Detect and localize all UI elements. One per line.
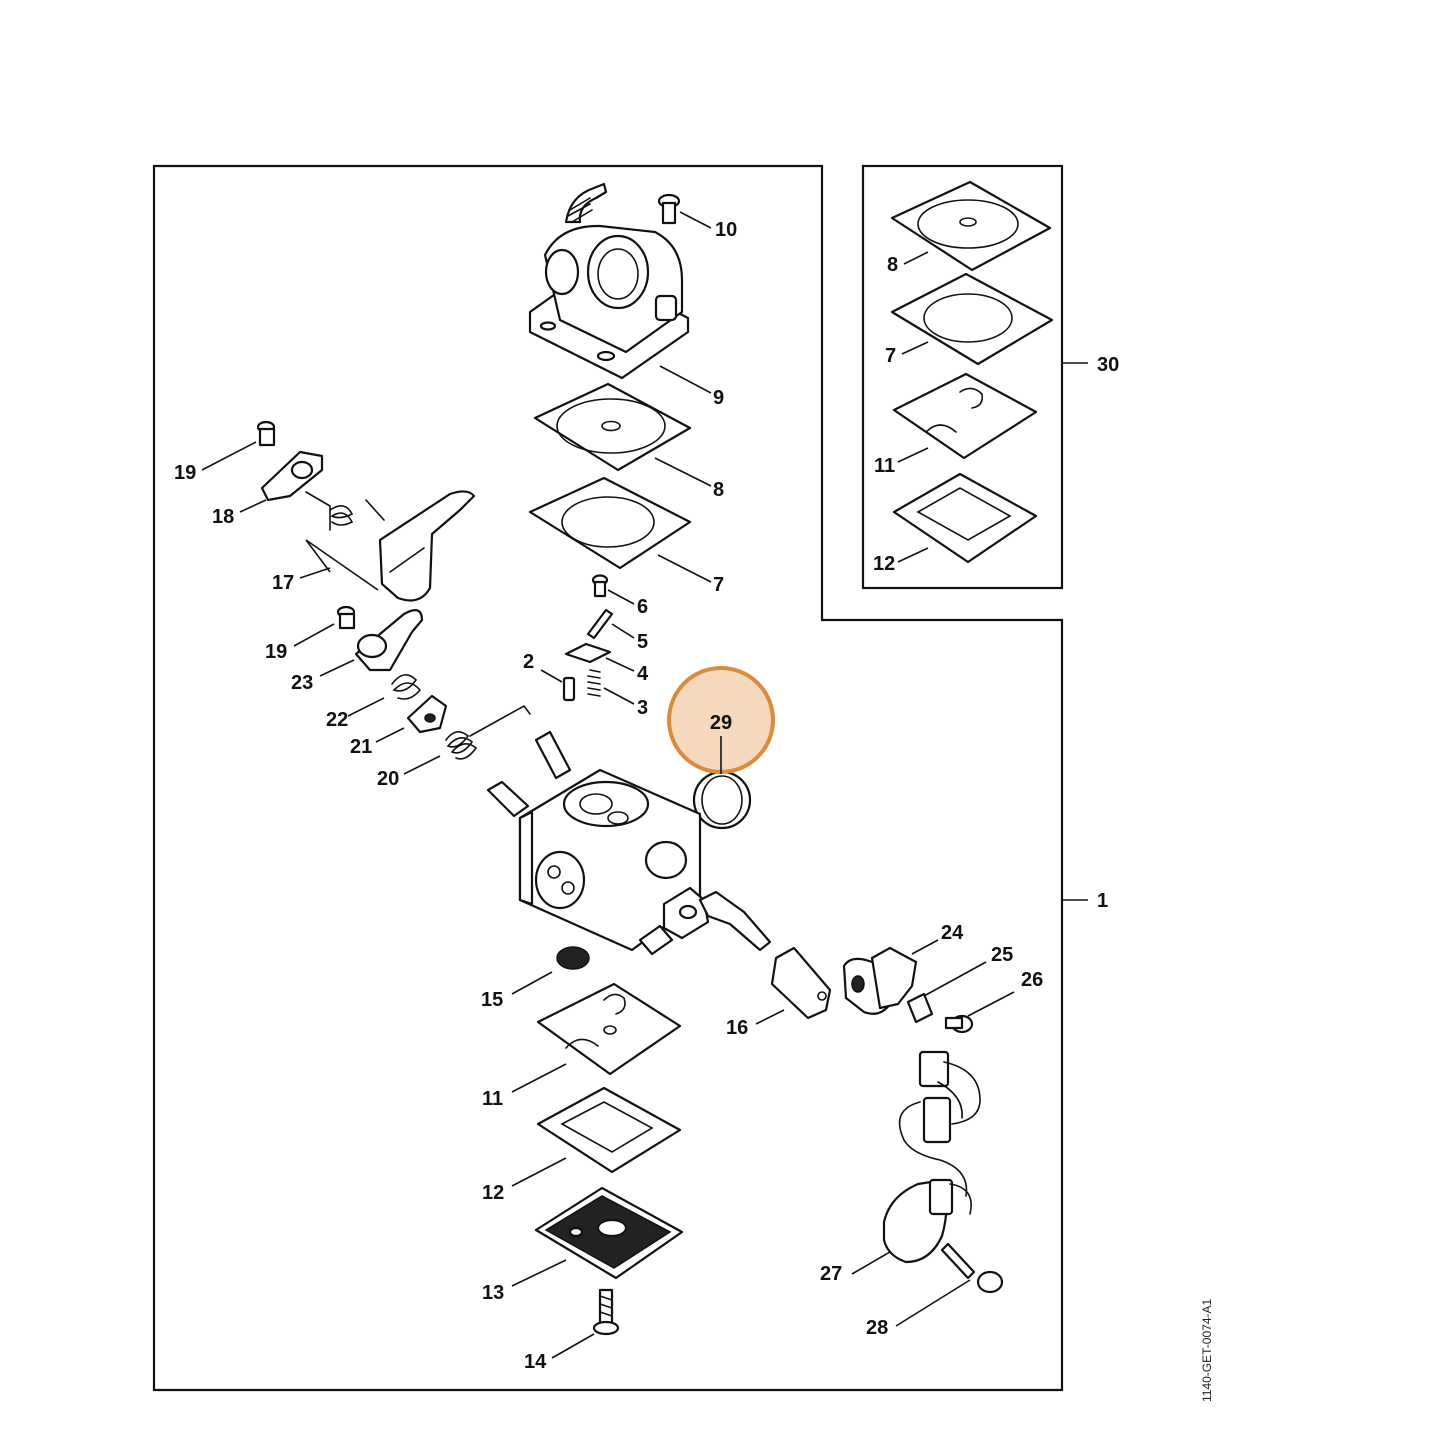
label-24: 24 <box>941 922 964 944</box>
label-3: 3 <box>637 697 648 719</box>
part-10-screw <box>657 193 712 229</box>
label-2: 2 <box>523 651 534 673</box>
label-10: 10 <box>715 219 737 241</box>
part-9-cover-housing <box>528 182 712 394</box>
part-11-pump-diaphragm <box>511 982 682 1093</box>
label-29: 29 <box>710 712 732 734</box>
label-kit-11: 11 <box>874 455 895 477</box>
label-27: 27 <box>820 1263 842 1285</box>
part-22-spring <box>347 674 422 717</box>
kit-part-8-diaphragm <box>890 180 1052 272</box>
part-23-throttle-shaft-lever <box>319 609 424 677</box>
part-6-screw <box>591 574 635 605</box>
part-12-gasket <box>511 1086 682 1187</box>
label-19-lower: 19 <box>265 641 287 663</box>
label-7: 7 <box>713 574 724 596</box>
label-6: 6 <box>637 596 648 618</box>
part-24-valve <box>842 939 939 1015</box>
kit-part-7-gasket <box>890 272 1054 366</box>
label-19-upper: 19 <box>174 462 196 484</box>
part-29-ring <box>692 770 752 830</box>
label-20: 20 <box>377 768 399 790</box>
part-26-screw <box>944 991 1015 1034</box>
label-21: 21 <box>350 736 372 758</box>
label-13: 13 <box>482 1282 504 1304</box>
part-18-lever <box>239 450 324 513</box>
assembly-frame <box>152 164 1064 1392</box>
label-17: 17 <box>272 572 294 594</box>
carburetor-body <box>486 730 772 956</box>
label-5: 5 <box>637 631 648 653</box>
part-3-spring <box>587 669 635 705</box>
label-kit-7: 7 <box>885 345 896 367</box>
part-16-sensor <box>755 946 832 1025</box>
part-20-torsion-spring <box>403 704 531 775</box>
label-8: 8 <box>713 479 724 501</box>
part-19-screw-upper <box>201 420 276 471</box>
label-23: 23 <box>291 672 313 694</box>
part-27-wiring-harness <box>851 1050 981 1275</box>
part-4-lever <box>564 642 635 672</box>
kit-part-11-pump-diaphragm <box>892 372 1038 463</box>
label-25: 25 <box>991 944 1013 966</box>
label-12: 12 <box>482 1182 504 1204</box>
gasket-kit-frame <box>861 164 1064 590</box>
part-7-gasket <box>528 476 712 583</box>
part-17-choke-lever <box>299 490 476 602</box>
label-16: 16 <box>726 1017 748 1039</box>
label-28: 28 <box>866 1317 888 1339</box>
part-13-end-cover <box>511 1186 684 1287</box>
label-26: 26 <box>1021 969 1043 991</box>
part-8-diaphragm <box>533 382 712 487</box>
part-21-cam <box>375 694 448 743</box>
part-19-screw-lower <box>293 605 356 647</box>
label-18: 18 <box>212 506 234 528</box>
label-14: 14 <box>524 1351 547 1373</box>
label-1: 1 <box>1097 890 1108 912</box>
part-15-screen <box>511 946 590 995</box>
part-5-spindle <box>586 608 635 640</box>
label-4: 4 <box>637 663 649 685</box>
label-kit-12: 12 <box>873 553 895 575</box>
part-25-clip <box>906 961 987 1024</box>
drawing-reference: 1140-GET-0074-A1 <box>1200 1299 1214 1402</box>
label-15: 15 <box>481 989 503 1011</box>
label-30: 30 <box>1097 354 1119 376</box>
label-11: 11 <box>482 1088 503 1110</box>
kit-part-12-gasket <box>892 472 1038 564</box>
part-14-screw <box>551 1288 620 1359</box>
part-2-inlet-needle <box>540 669 576 702</box>
label-9: 9 <box>713 387 724 409</box>
part-28-bolt <box>895 1242 1004 1327</box>
label-22: 22 <box>326 709 348 731</box>
label-kit-8: 8 <box>887 254 898 276</box>
